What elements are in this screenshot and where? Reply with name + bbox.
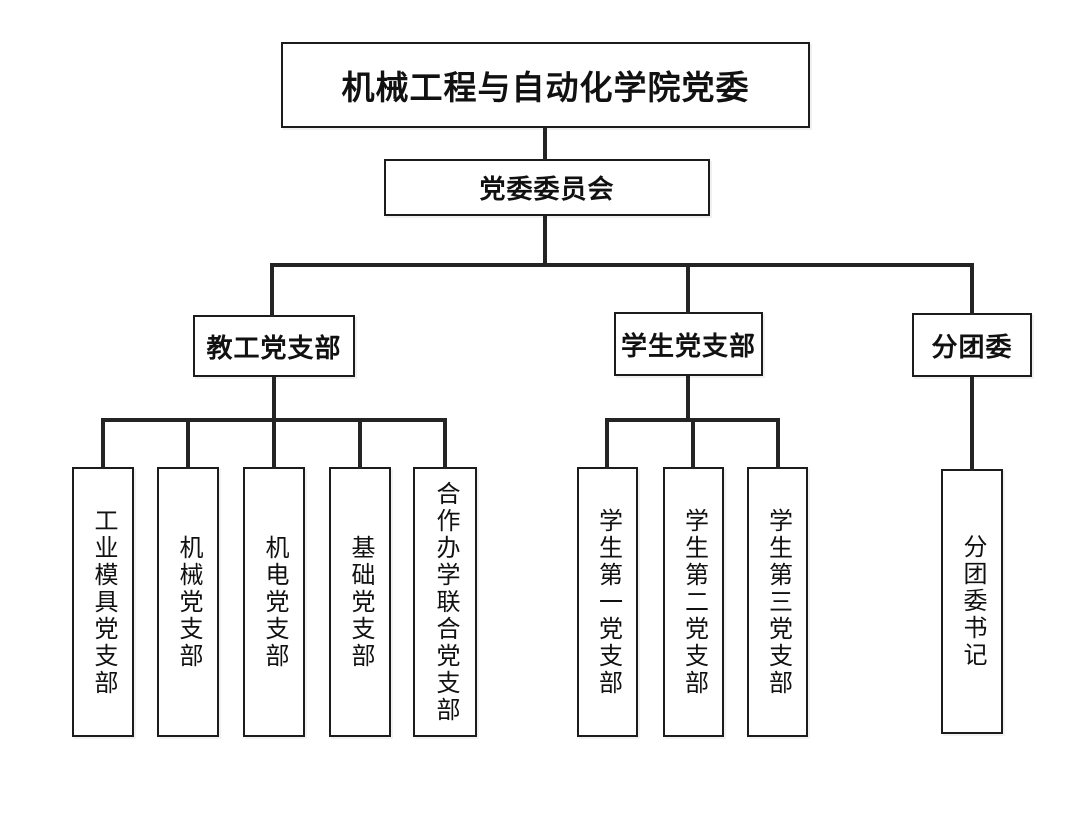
connector-drop-youth-league xyxy=(970,263,974,315)
connector-drop-faculty xyxy=(270,263,274,317)
org-node-mechatronics-branch-label: 机电党支部 xyxy=(261,534,288,670)
org-node-committee: 党委委员会 xyxy=(384,159,710,216)
connector-drop-mechatronics xyxy=(272,418,276,469)
connector-drop-mechanical xyxy=(186,418,190,469)
org-node-cooperative-joint-branch-label: 合作办学联合党支部 xyxy=(432,480,459,724)
org-node-student-third-branch: 学生第三党支部 xyxy=(747,467,808,737)
org-node-root-label: 机械工程与自动化学院党委 xyxy=(341,69,750,106)
org-node-student-first-branch-label: 学生第一党支部 xyxy=(594,507,622,697)
connector-drop-cooperative xyxy=(443,418,447,469)
connector-root-committee xyxy=(543,128,547,160)
org-node-student-branch-label: 学生党支部 xyxy=(620,330,756,361)
org-node-faculty-branch-label: 教工党支部 xyxy=(206,332,342,363)
org-node-mechanical-branch-label: 机械党支部 xyxy=(175,534,202,670)
org-node-mechatronics-branch: 机电党支部 xyxy=(243,467,305,737)
org-node-youth-league-secretary: 分团委书记 xyxy=(941,469,1003,734)
connector-drop-basic xyxy=(358,418,362,469)
connector-committee-stem xyxy=(543,216,547,267)
org-node-faculty-branch: 教工党支部 xyxy=(193,315,355,377)
connector-drop-student-first xyxy=(605,418,609,469)
connector-drop-student-third xyxy=(776,418,780,469)
org-node-student-second-branch: 学生第二党支部 xyxy=(663,467,724,737)
connector-student-stem xyxy=(686,376,690,422)
connector-main-bus xyxy=(270,263,974,267)
connector-youth-league-stem xyxy=(970,377,974,471)
org-node-cooperative-joint-branch: 合作办学联合党支部 xyxy=(413,467,477,737)
org-node-basic-branch-label: 基础党支部 xyxy=(347,534,374,670)
org-node-industrial-mold-branch-label: 工业模具党支部 xyxy=(90,507,117,697)
org-node-student-third-branch-label: 学生第三党支部 xyxy=(764,507,792,697)
connector-drop-industrial-mold xyxy=(101,418,105,469)
connector-drop-student-second xyxy=(691,418,695,469)
org-node-youth-league-secretary-label: 分团委书记 xyxy=(959,534,986,669)
org-node-student-branch: 学生党支部 xyxy=(614,312,763,376)
org-node-youth-league: 分团委 xyxy=(912,313,1032,377)
org-node-youth-league-label: 分团委 xyxy=(931,331,1013,362)
connector-faculty-stem xyxy=(272,377,276,422)
org-node-student-second-branch-label: 学生第二党支部 xyxy=(680,507,708,697)
org-node-root: 机械工程与自动化学院党委 xyxy=(281,42,810,128)
org-node-basic-branch: 基础党支部 xyxy=(329,467,391,737)
org-node-mechanical-branch: 机械党支部 xyxy=(157,467,219,737)
org-node-student-first-branch: 学生第一党支部 xyxy=(577,467,638,737)
org-node-committee-label: 党委委员会 xyxy=(479,174,615,204)
connector-drop-student xyxy=(686,263,690,314)
org-node-industrial-mold-branch: 工业模具党支部 xyxy=(72,467,134,737)
